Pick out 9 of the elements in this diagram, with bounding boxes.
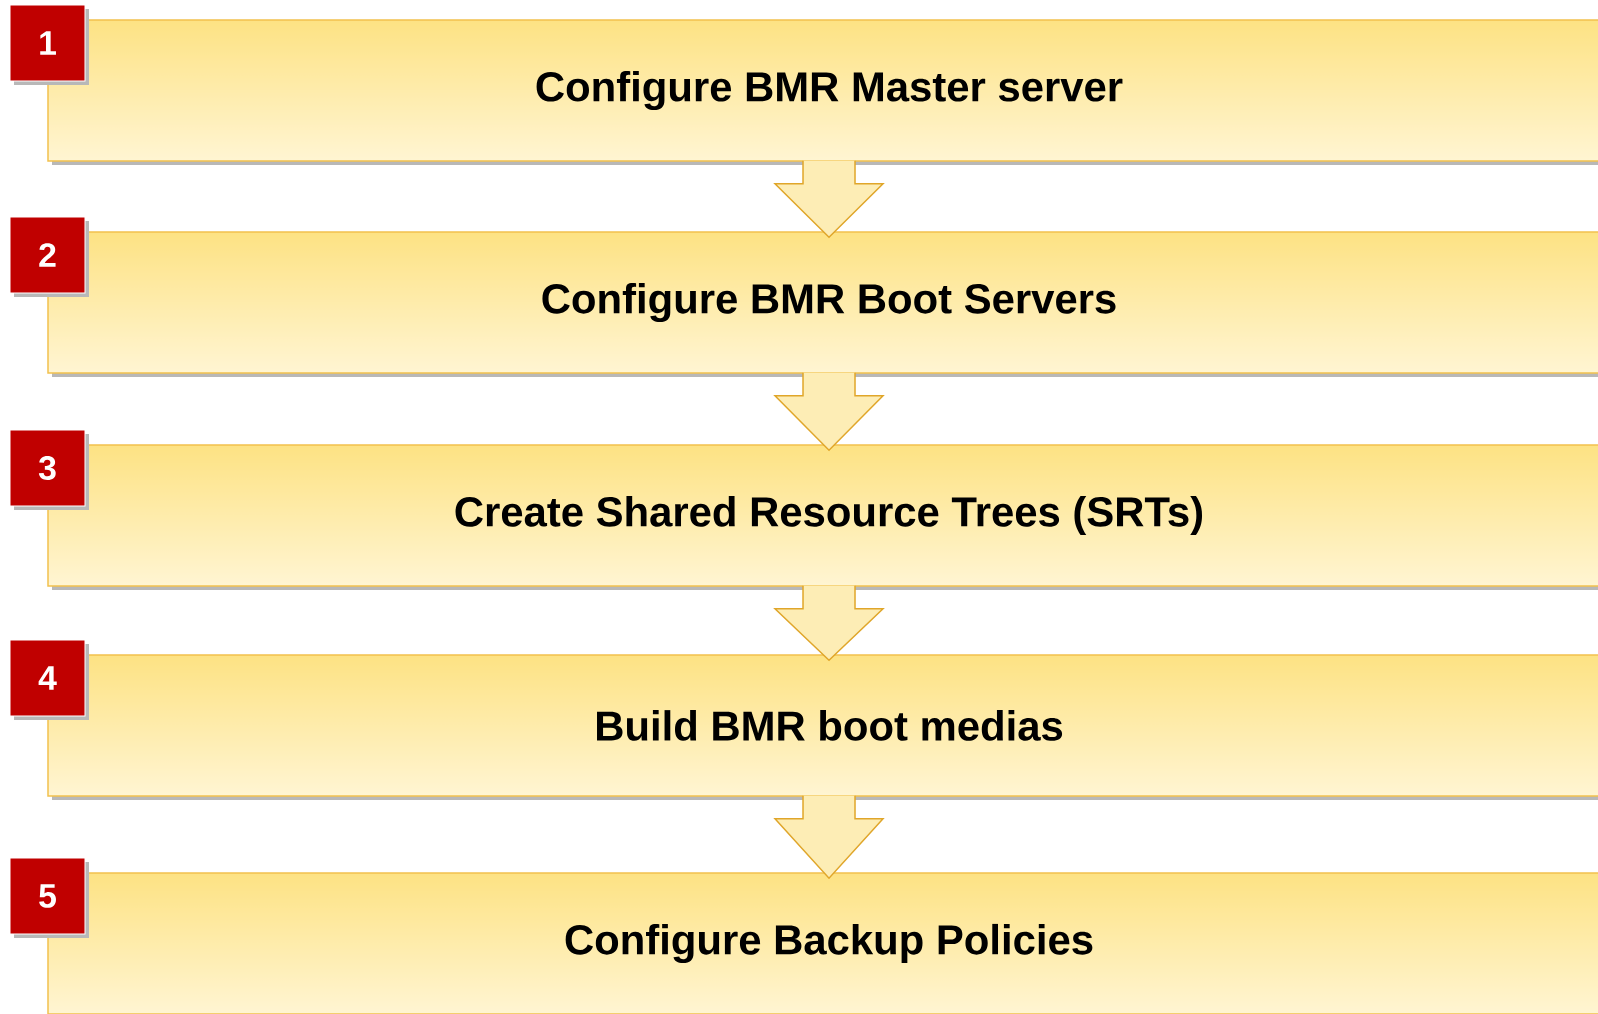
down-arrow [773,585,885,662]
step-number: 3 [9,429,89,510]
step-number: 2 [9,216,89,297]
down-arrow [773,372,885,452]
step-number: 1 [9,4,89,85]
step-number: 4 [9,639,89,720]
step-number: 5 [9,857,89,938]
down-arrow [773,160,885,239]
down-arrow [773,795,885,880]
